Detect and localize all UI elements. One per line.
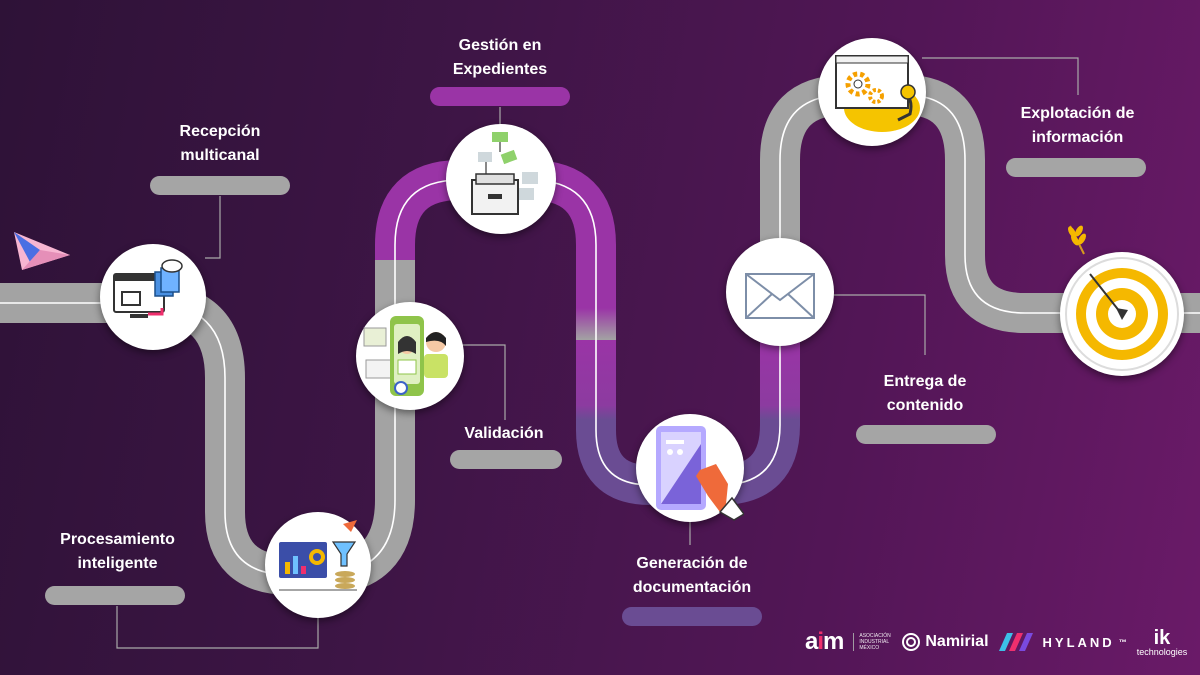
step-pill-explotacion bbox=[1006, 158, 1146, 177]
namirial-ring-icon bbox=[902, 633, 921, 651]
step-label-generacion: Generación de documentación bbox=[632, 555, 752, 596]
face-id-phone-icon bbox=[356, 302, 464, 410]
file-cabinet-tree-icon bbox=[446, 124, 556, 234]
target-arrow-icon bbox=[1060, 252, 1184, 376]
step-label-gestion: Gestión en Expedientes bbox=[452, 37, 548, 78]
namirial-logo: Namirial bbox=[901, 632, 989, 652]
inbox-cloud-monitor-icon bbox=[100, 244, 206, 350]
step-pill-generacion bbox=[622, 607, 762, 626]
step-label-procesamiento: Procesamiento inteligente bbox=[60, 531, 175, 572]
ik-technologies-logo: ik technologies bbox=[1136, 626, 1188, 657]
analytics-filter-icon bbox=[265, 512, 371, 618]
wheat-icon bbox=[1068, 225, 1086, 255]
step-label-recepcion: Recepción multicanal bbox=[179, 123, 261, 164]
aim-logo: aim bbox=[805, 628, 844, 655]
hyland-stripes-icon bbox=[998, 633, 1033, 651]
step-pill-gestion bbox=[430, 87, 570, 106]
step-label-validacion: Validación bbox=[464, 425, 544, 442]
envelope-icon bbox=[726, 238, 834, 346]
aim-association-text: Asociación Industrial México bbox=[853, 633, 891, 651]
tablet-touch-icon bbox=[636, 414, 744, 522]
step-pill-validacion bbox=[450, 450, 562, 469]
connector-lines bbox=[116, 57, 1079, 649]
step-label-explotacion: Explotación de información bbox=[1020, 105, 1135, 146]
step-pill-recepcion bbox=[150, 176, 290, 195]
step-pill-entrega bbox=[856, 425, 996, 444]
partner-logos: aim Asociación Industrial México Namiria… bbox=[805, 622, 1190, 662]
gear-browser-icon bbox=[818, 38, 926, 146]
step-pill-procesamiento bbox=[45, 586, 185, 605]
paper-plane-icon bbox=[14, 232, 70, 270]
step-label-entrega: Entrega de contenido bbox=[883, 373, 967, 414]
